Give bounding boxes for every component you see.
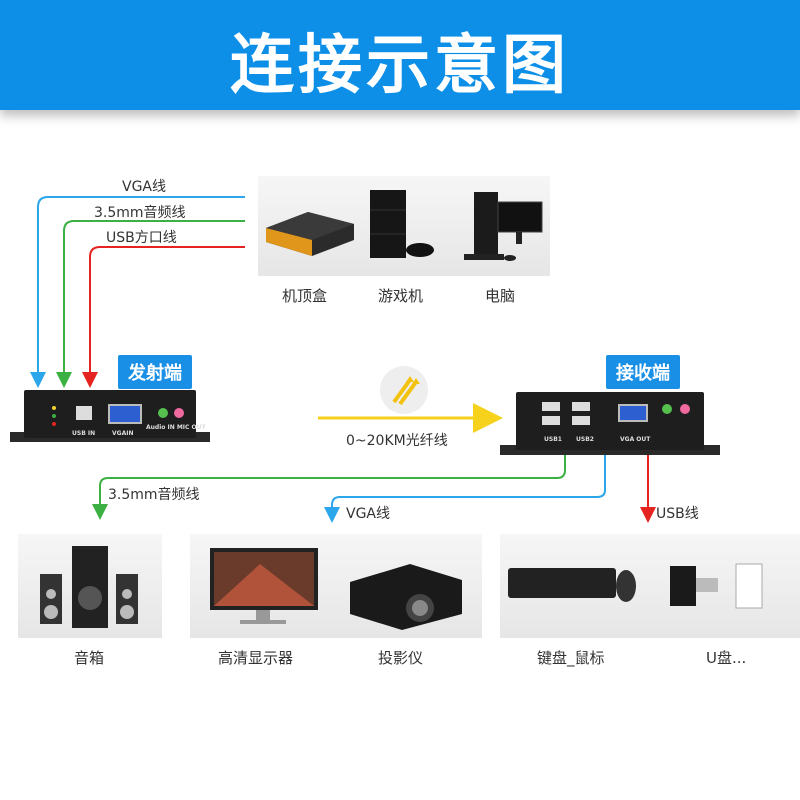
vga-in-port — [108, 404, 142, 424]
usb1-port-b — [542, 416, 560, 425]
usb-cable-in — [82, 246, 245, 388]
receiver-device: USB1 USB2 VGA OUT — [516, 392, 704, 450]
title-banner: 连接示意图 — [0, 0, 800, 110]
source-label-pc: 电脑 — [485, 287, 516, 305]
source-label-console: 游戏机 — [378, 287, 424, 305]
usb-b-port — [76, 406, 92, 420]
usb2-port-b — [572, 416, 590, 425]
cable-label-vga-in: VGA线 — [122, 179, 167, 195]
audio-cable-out — [92, 455, 566, 520]
speaker-icon — [40, 546, 138, 628]
output-label-usb-drive: U盘... — [706, 649, 747, 667]
sources-illustration — [266, 190, 543, 261]
led-l — [52, 414, 56, 418]
audio-out-jack — [662, 404, 672, 414]
transmitter-device: USB IN VGAIN Audio IN MIC OUT — [24, 390, 206, 438]
output-label-speaker: 音箱 — [74, 649, 105, 667]
usb2-port-a — [572, 402, 590, 411]
mic-out-jack — [174, 408, 184, 418]
keyboard-mouse-icon — [508, 568, 636, 602]
computer-icon — [464, 192, 543, 261]
led-v — [52, 406, 56, 410]
cable-label-audio-out: 3.5mm音频线 — [108, 487, 200, 503]
port-label-audio: Audio IN MIC OUT — [146, 424, 206, 431]
usb-drive-icon — [670, 563, 763, 609]
display-panel — [190, 534, 482, 638]
port-label-vgain: VGAIN — [112, 430, 134, 437]
mic-in-jack — [680, 404, 690, 414]
transmitter-tag: 发射端 — [118, 355, 192, 389]
port-label-usb-in: USB IN — [72, 430, 96, 437]
vga-cable-out — [324, 455, 606, 523]
vga-out-port — [618, 404, 648, 422]
peripheral-panel — [500, 534, 800, 638]
led-p — [52, 422, 56, 426]
projector-icon — [350, 564, 462, 630]
set-top-box-icon — [266, 212, 354, 256]
monitor-icon — [210, 548, 318, 624]
receiver-tag: 接收端 — [606, 355, 680, 389]
output-label-monitor: 高清显示器 — [218, 649, 294, 667]
page-title: 连接示意图 — [230, 29, 570, 103]
cable-label-usb-out: USB线 — [656, 506, 699, 522]
cable-label-vga-out: VGA线 — [346, 506, 391, 522]
output-label-keyboard-mouse: 键盘_鼠标 — [537, 649, 605, 667]
cable-label-usb-in: USB方口线 — [106, 230, 177, 246]
port-label-vga-out: VGA OUT — [620, 436, 651, 443]
fiber-label: 0~20KM光纤线 — [346, 433, 448, 449]
port-label-usb2: USB2 — [576, 436, 594, 443]
game-console-icon — [370, 190, 434, 258]
audio-cable-in — [56, 220, 245, 388]
fiber-icon — [380, 366, 428, 414]
sources-panel — [258, 176, 550, 276]
audio-in-jack — [158, 408, 168, 418]
source-label-stb: 机顶盒 — [282, 287, 328, 305]
speaker-panel — [18, 534, 162, 638]
usb1-port-a — [542, 402, 560, 411]
receiver-mount — [500, 445, 720, 455]
port-label-usb1: USB1 — [544, 436, 562, 443]
output-label-projector: 投影仪 — [378, 649, 424, 667]
cable-label-audio-in: 3.5mm音频线 — [94, 205, 186, 221]
vga-cable-in — [30, 196, 245, 388]
